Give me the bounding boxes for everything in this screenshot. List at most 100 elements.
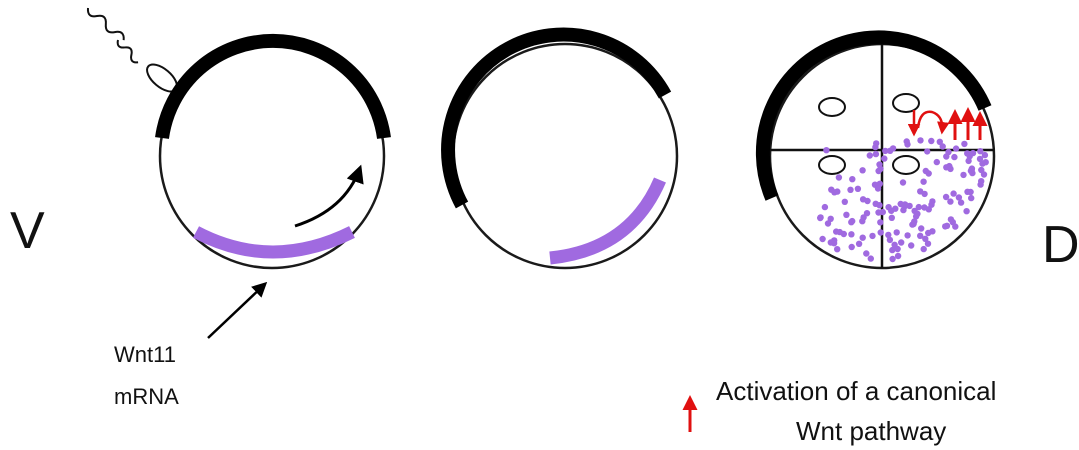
legend-label-line1: Activation of a canonical <box>716 376 996 406</box>
purple-dot <box>921 204 927 210</box>
purple-dot <box>960 172 966 178</box>
purple-dot <box>873 151 879 157</box>
purple-dot <box>904 232 910 238</box>
purple-dot <box>968 195 974 201</box>
purple-dot <box>836 174 842 180</box>
purple-dot <box>855 186 861 192</box>
cell-outline-2 <box>453 44 677 268</box>
purple-dot <box>890 145 896 151</box>
purple-dot <box>849 244 855 250</box>
purple-dot <box>917 233 923 239</box>
purple-dot <box>841 231 847 237</box>
purple-dot <box>889 256 895 262</box>
purple-dot <box>887 237 893 243</box>
purple-dot <box>921 246 927 252</box>
purple-dot <box>909 221 915 227</box>
purple-dot <box>918 225 924 231</box>
purple-dot <box>958 199 964 205</box>
purple-dot <box>968 168 974 174</box>
purple-dot <box>977 148 983 154</box>
purple-dot <box>860 235 866 241</box>
purple-dot <box>868 255 874 261</box>
purple-dot <box>951 154 957 160</box>
purple-dot <box>823 147 829 153</box>
sperm-tail-lower <box>115 38 140 65</box>
nucleus-3 <box>819 156 845 174</box>
purple-dot <box>825 220 831 226</box>
purple-dot <box>894 246 900 252</box>
purple-dot <box>937 139 943 145</box>
embryo-2 <box>448 35 677 268</box>
purple-dot <box>875 185 881 191</box>
purple-dot <box>885 204 891 210</box>
purple-dot <box>889 215 895 221</box>
mrna-pointer-arrow <box>208 284 265 338</box>
purple-dot <box>925 230 931 236</box>
purple-dot <box>934 159 940 165</box>
purple-dot <box>900 179 906 185</box>
purple-dot <box>849 218 855 224</box>
purple-dot <box>859 167 865 173</box>
purple-dot <box>952 223 958 229</box>
purple-dot <box>902 201 908 207</box>
purple-dot <box>848 231 854 237</box>
purple-dot <box>817 214 823 220</box>
embryo-1: Wnt11 mRNA <box>85 5 384 409</box>
purple-dot <box>920 179 926 185</box>
legend-label-line2: Wnt pathway <box>796 416 946 446</box>
ventral-label: V <box>10 202 45 260</box>
purple-dot <box>877 219 883 225</box>
purple-dot <box>917 137 923 143</box>
purple-dot <box>923 168 929 174</box>
purple-dot <box>876 202 882 208</box>
purple-dot <box>953 145 959 151</box>
nucleus-1 <box>819 98 845 116</box>
purple-dot <box>928 138 934 144</box>
purple-dot <box>947 198 953 204</box>
purple-dot <box>822 204 828 210</box>
purple-dot <box>978 167 984 173</box>
purple-dot <box>882 148 888 154</box>
purple-dot <box>863 250 869 256</box>
purple-dot <box>869 233 875 239</box>
dorsal-label: D <box>1042 216 1079 274</box>
purple-dot <box>847 187 853 193</box>
purple-dot <box>860 196 866 202</box>
purple-dot <box>928 202 934 208</box>
purple-dot <box>878 229 884 235</box>
nucleus-2 <box>893 94 919 112</box>
purple-dot <box>963 208 969 214</box>
nucleus-4 <box>893 156 919 174</box>
legend: Activation of a canonical Wnt pathway <box>690 376 996 446</box>
purple-dot <box>895 253 901 259</box>
purple-dot <box>913 213 919 219</box>
purple-dot <box>842 199 848 205</box>
purple-dot <box>904 138 910 144</box>
purple-dot <box>894 229 900 235</box>
purple-dot <box>916 204 922 210</box>
purple-dot <box>876 161 882 167</box>
purple-dot <box>872 144 878 150</box>
purple-dot <box>924 148 930 154</box>
purple-dot <box>898 239 904 245</box>
wnt11-label-line2: mRNA <box>114 384 179 409</box>
purple-dot <box>978 178 984 184</box>
sperm-tail <box>85 5 126 43</box>
purple-dot <box>849 176 855 182</box>
purple-dot <box>961 141 967 147</box>
purple-dot <box>856 241 862 247</box>
purple-dot <box>889 247 895 253</box>
purple-dot <box>943 164 949 170</box>
purple-dot <box>881 155 887 161</box>
purple-dot <box>831 189 837 195</box>
purple-dot <box>867 152 873 158</box>
purple-dot <box>880 209 886 215</box>
purple-dot <box>834 246 840 252</box>
wnt11-label-line1: Wnt11 <box>114 342 176 367</box>
purple-dot <box>921 191 927 197</box>
purple-dot <box>977 156 983 162</box>
purple-dot <box>983 159 989 165</box>
purple-dot <box>967 153 973 159</box>
purple-dot <box>875 168 881 174</box>
